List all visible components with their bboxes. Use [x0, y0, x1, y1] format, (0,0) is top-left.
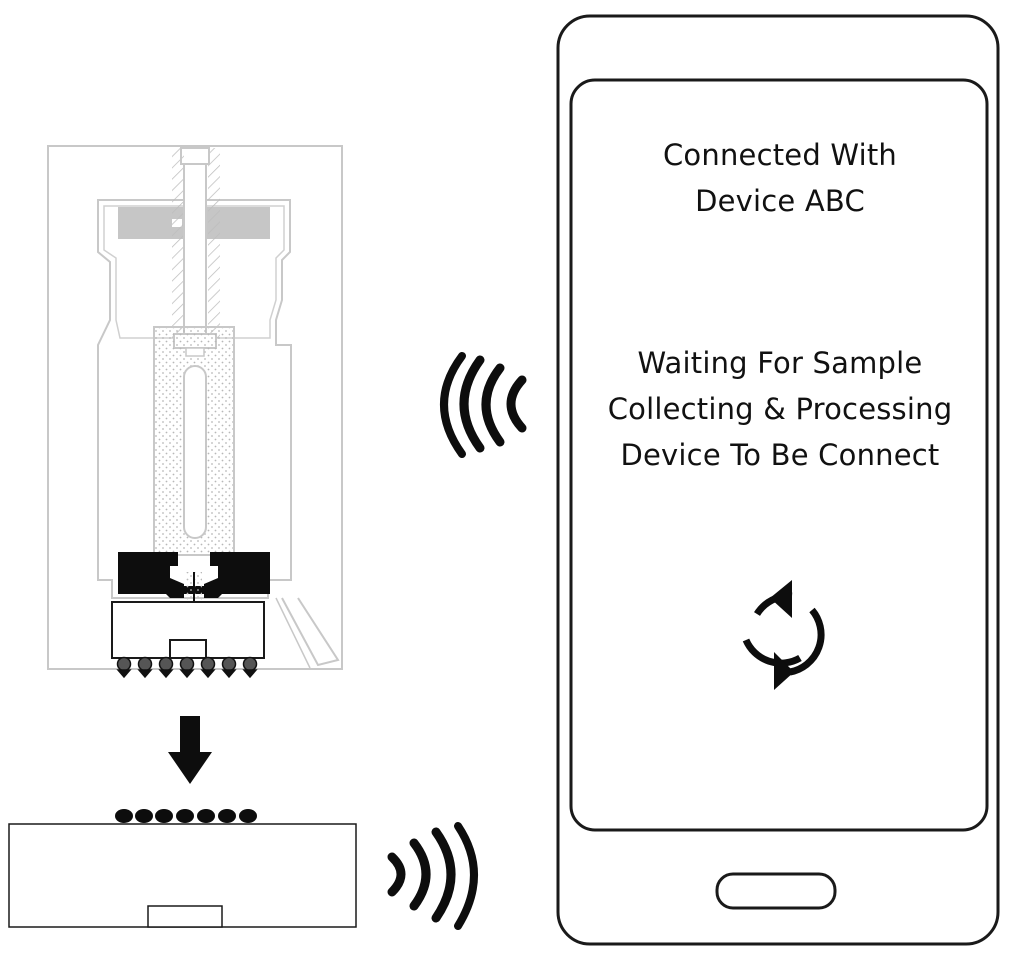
collector-cartridge	[111, 601, 265, 659]
connection-status: Connected With Device ABC	[580, 132, 980, 224]
liquid-chamber	[153, 326, 235, 556]
waiting-message: Waiting For Sample Collecting & Processi…	[580, 340, 980, 478]
arrow-down-icon	[168, 716, 212, 784]
reader-device	[8, 823, 357, 928]
home-button	[715, 872, 837, 910]
sample-beads-reader	[115, 809, 257, 823]
status-line-1: Connected With	[662, 138, 898, 172]
wireless-signal-icon	[440, 352, 527, 458]
refresh-cycle-icon	[742, 580, 825, 690]
smartphone	[556, 14, 1000, 946]
sample-beads-top	[116, 656, 258, 679]
wireless-signal-icon	[387, 822, 478, 930]
message-line-3: Device To Be Connect	[620, 438, 940, 472]
status-line-2: Device ABC	[695, 184, 865, 218]
black-seal-parts	[118, 552, 270, 604]
phone-screen	[569, 78, 989, 832]
message-line-1: Waiting For Sample	[637, 346, 923, 380]
message-line-2: Collecting & Processing	[607, 392, 953, 426]
plunger-shaft	[172, 147, 220, 349]
